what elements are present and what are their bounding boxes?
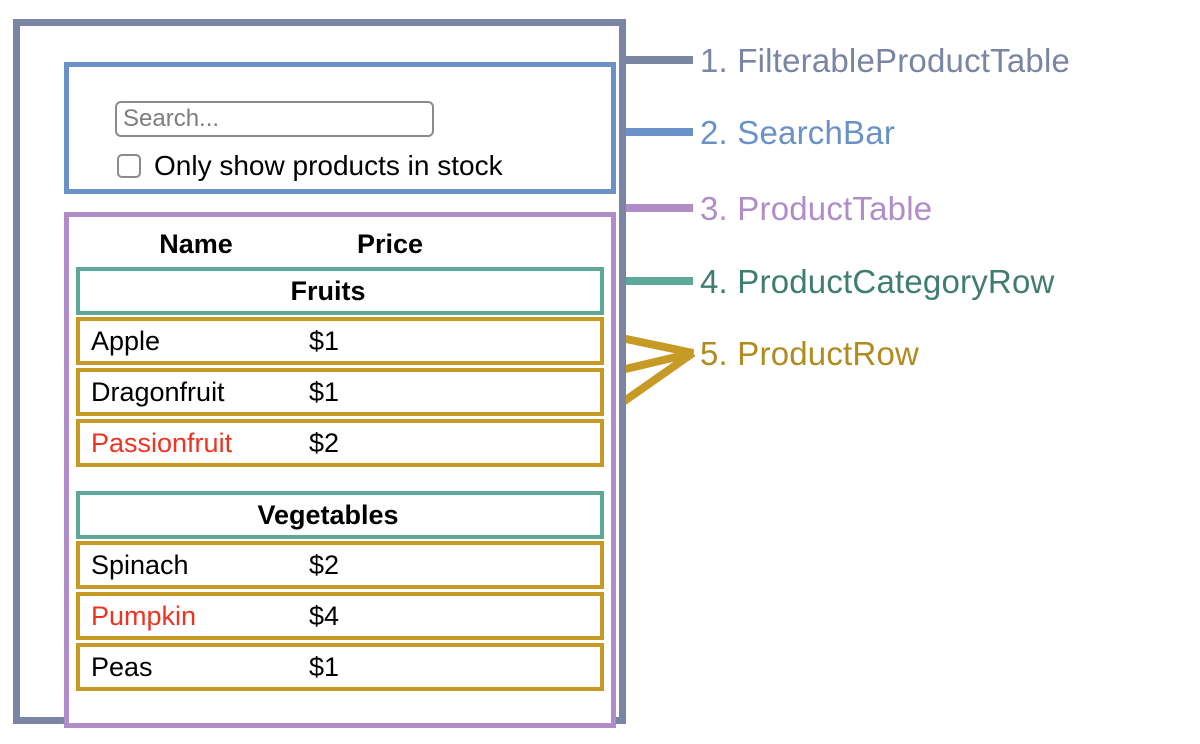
product-category-label: Vegetables [257, 499, 399, 530]
legend-item-productcategoryrow: 4. ProductCategoryRow [700, 263, 1055, 301]
product-price: $1 [309, 325, 340, 356]
product-row[interactable]: Pumpkin $4 [76, 592, 604, 640]
product-name: Apple [91, 325, 161, 356]
product-table-frame: Name Price Fruits Apple $1 Dragonfruit $… [64, 212, 616, 728]
product-name: Dragonfruit [91, 376, 225, 407]
product-price: $1 [309, 376, 340, 407]
in-stock-checkbox-row[interactable]: Only show products in stock [117, 150, 503, 182]
legend-number: 1. [700, 42, 728, 79]
product-table: Name Price Fruits Apple $1 Dragonfruit $… [76, 221, 604, 694]
legend-number: 4. [700, 263, 728, 300]
legend-text: ProductRow [737, 335, 920, 372]
product-category-row: Vegetables [76, 491, 604, 539]
product-name: Passionfruit [91, 427, 233, 458]
product-price: $2 [309, 549, 340, 580]
product-price: $1 [309, 651, 340, 682]
legend-item-filterableproducttable: 1. FilterableProductTable [700, 42, 1070, 80]
product-row[interactable]: Spinach $2 [76, 541, 604, 589]
product-group: Fruits Apple $1 Dragonfruit $1 Passionfr… [76, 267, 604, 467]
legend-item-producttable: 3. ProductTable [700, 190, 932, 228]
legend-text: FilterableProductTable [737, 42, 1071, 79]
product-row[interactable]: Passionfruit $2 [76, 419, 604, 467]
product-row[interactable]: Apple $1 [76, 317, 604, 365]
legend-number: 3. [700, 190, 728, 227]
search-input[interactable] [115, 101, 434, 137]
legend-number: 2. [700, 114, 728, 151]
legend-text: ProductCategoryRow [737, 263, 1055, 300]
product-row[interactable]: Dragonfruit $1 [76, 368, 604, 416]
legend-text: ProductTable [737, 190, 933, 227]
product-name: Peas [91, 651, 153, 682]
product-name: Pumpkin [91, 600, 197, 631]
product-group: Vegetables Spinach $2 Pumpkin $4 Peas $1 [76, 491, 604, 691]
product-price: $4 [309, 600, 340, 631]
product-row[interactable]: Peas $1 [76, 643, 604, 691]
group-spacer [76, 470, 604, 491]
in-stock-checkbox-label: Only show products in stock [154, 150, 503, 181]
product-price: $2 [309, 427, 340, 458]
search-bar-frame: Only show products in stock [64, 62, 616, 194]
legend-item-productrow: 5. ProductRow [700, 335, 919, 373]
column-header-name: Name [159, 228, 233, 259]
product-category-row: Fruits [76, 267, 604, 315]
filterable-product-table-frame: Only show products in stock Name Price F… [13, 19, 626, 728]
legend-item-searchbar: 2. SearchBar [700, 114, 895, 152]
legend-text: SearchBar [737, 114, 896, 151]
product-name: Spinach [91, 549, 189, 580]
product-category-label: Fruits [290, 275, 366, 306]
checkbox-icon[interactable] [117, 154, 141, 178]
column-header-price: Price [356, 228, 424, 259]
table-header-row: Name Price [76, 221, 604, 267]
legend-number: 5. [700, 335, 728, 372]
